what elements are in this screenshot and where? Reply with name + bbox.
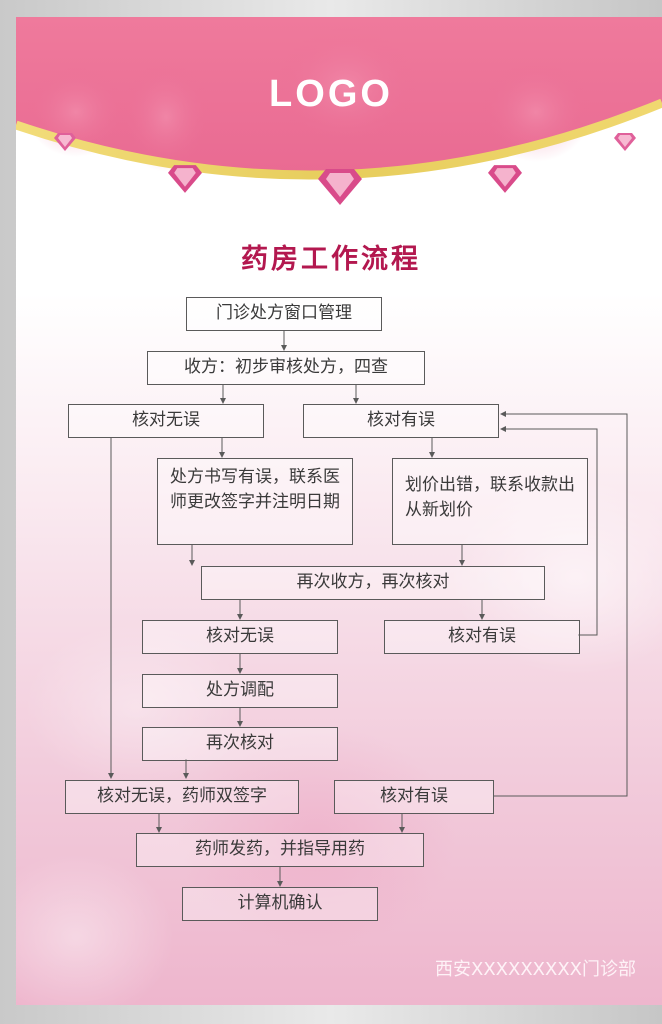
node-pricing-error: 划价出错，联系收款出从新划价 <box>392 458 588 545</box>
node-check2-ok: 核对无误 <box>142 620 338 654</box>
node-check1-error: 核对有误 <box>303 404 499 438</box>
page-title: 药房工作流程 <box>241 244 421 275</box>
gem-icon <box>168 165 202 193</box>
node-dispense: 处方调配 <box>142 674 338 708</box>
node-receive-prescription: 收方：初步审核处方，四查 <box>147 351 425 385</box>
node-check1-ok: 核对无误 <box>68 404 264 438</box>
node-check3-ok-double-sign: 核对无误，药师双签字 <box>65 780 299 814</box>
footer-clinic-name: 西安XXXXXXXXX门诊部 <box>435 959 636 980</box>
logo: LOGO <box>269 73 393 115</box>
node-rx-writing-error: 处方书写有误，联系医师更改签字并注明日期 <box>157 458 353 545</box>
header-banner <box>16 17 662 180</box>
gem-icon <box>318 169 362 205</box>
gem-icon <box>488 165 522 193</box>
node-check2-error: 核对有误 <box>384 620 580 654</box>
node-receive-again: 再次收方，再次核对 <box>201 566 545 600</box>
gem-icon <box>614 133 636 151</box>
node-give-medicine: 药师发药，并指导用药 <box>136 833 424 867</box>
node-check3-error: 核对有误 <box>334 780 494 814</box>
node-window-management: 门诊处方窗口管理 <box>186 297 382 331</box>
flow-connectors <box>108 331 628 887</box>
node-computer-confirm: 计算机确认 <box>182 887 378 921</box>
gem-icon <box>54 133 76 151</box>
poster-panel: LOGO 药房工作流程 <box>16 17 662 1005</box>
node-recheck: 再次核对 <box>142 727 338 761</box>
